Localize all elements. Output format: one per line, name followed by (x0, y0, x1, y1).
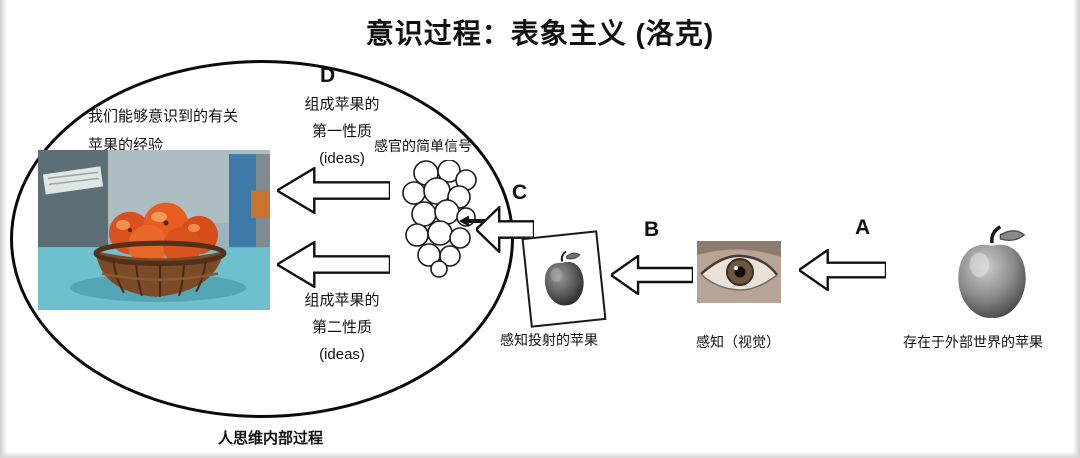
secondary-quality-text: 组成苹果的 第二性质 (ideas) (286, 287, 398, 368)
arrow-stage-c (476, 206, 534, 253)
arrow-stage-b (611, 255, 693, 295)
external-apple-image (958, 225, 1026, 318)
arrow-primary-qualities (277, 167, 390, 214)
scan-edge-left (0, 0, 7, 458)
perception-label: 感知（视觉） (696, 334, 780, 350)
projected-apple-frame (521, 230, 607, 328)
projection-label: 感知投射的苹果 (500, 332, 598, 348)
experience-line1: 我们能够意识到的有关 (88, 108, 239, 125)
secondary-line2: 第二性质 (311, 319, 372, 336)
arrow-into-signals (459, 215, 485, 227)
primary-line3: (ideas) (319, 150, 365, 167)
scan-edge-bottom (0, 451, 1080, 458)
external-label: 存在于外部世界的苹果 (903, 334, 1043, 350)
projected-apple-image (544, 250, 584, 306)
secondary-line3: (ideas) (319, 346, 365, 363)
arrow-stage-a (799, 249, 886, 291)
label-stage-d: D (320, 64, 336, 87)
primary-quality-text: 组成苹果的 第一性质 (ideas) (286, 91, 398, 172)
experience-text: 我们能够意识到的有关 苹果的经验 (88, 102, 238, 160)
apple-basket-image (38, 150, 270, 310)
arrow-secondary-qualities (277, 241, 390, 288)
label-stage-c: C (512, 181, 528, 204)
mind-boundary-ellipse (10, 60, 514, 418)
inner-process-label: 人思维内部过程 (218, 430, 324, 447)
scan-edge-right (1073, 0, 1080, 458)
label-stage-a: A (855, 216, 871, 239)
signals-label: 感官的简单信号 (374, 138, 472, 154)
primary-line1: 组成苹果的 (304, 96, 380, 113)
primary-line2: 第一性质 (311, 123, 372, 140)
label-stage-b: B (644, 218, 660, 241)
diagram-title: 意识过程：表象主义 (洛克) (365, 18, 715, 49)
experience-line2: 苹果的经验 (88, 137, 164, 154)
eye-image (697, 241, 781, 303)
secondary-line1: 组成苹果的 (304, 292, 380, 309)
sensory-signals-bubbles (402, 160, 477, 278)
